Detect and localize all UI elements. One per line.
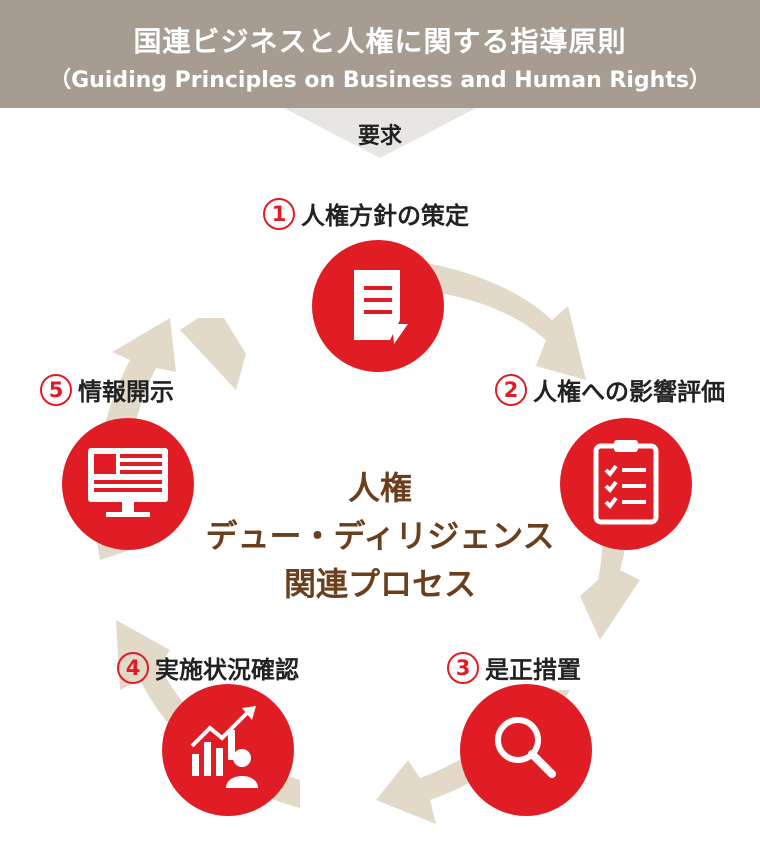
header-banner: 国連ビジネスと人権に関する指導原則 （Guiding Principles on…: [0, 0, 760, 108]
center-line-2: デュー・ディリジェンス: [205, 517, 555, 555]
ring-segment-1: [180, 318, 246, 390]
step-1-circle: [312, 240, 444, 372]
step-3-number: 3: [447, 651, 479, 684]
step-3-label: 3 是正措置: [447, 650, 581, 685]
center-line-3: 関連プロセス: [283, 565, 476, 603]
down-arrow: [284, 108, 476, 158]
step-4-circle: [162, 684, 294, 816]
step-1-number: 1: [263, 197, 295, 230]
monitor-icon: [88, 448, 168, 517]
step-3-text: 是正措置: [485, 656, 581, 684]
step-3-circle: [460, 684, 592, 816]
chart-person-icon: [190, 706, 258, 788]
step-2-circle: [560, 418, 692, 550]
step-4-text: 実施状況確認: [155, 656, 299, 684]
magnifier-icon: [495, 717, 556, 778]
checklist-icon: [593, 440, 659, 525]
header-title: 国連ビジネスと人権に関する指導原則: [133, 25, 627, 58]
center-text: 人権 デュー・ディリジェンス 関連プロセス: [180, 464, 580, 608]
center-line-1: 人権: [347, 469, 412, 507]
step-4-label: 4 実施状況確認: [117, 650, 299, 685]
document-icon: [354, 270, 408, 344]
step-1-label: 1 人権方針の策定: [263, 196, 469, 231]
step-1-text: 人権方針の策定: [301, 202, 469, 230]
step-4-number: 4: [117, 651, 149, 684]
header-subtitle: （Guiding Principles on Business and Huma…: [49, 68, 711, 93]
step-5-circle: [62, 418, 194, 550]
arrow-label: 要求: [357, 124, 402, 149]
step-5-text: 情報開示: [78, 378, 174, 406]
step-5-number: 5: [40, 373, 72, 406]
ring-segment-2: [420, 262, 586, 380]
step-5-label: 5 情報開示: [40, 372, 174, 407]
step-2-text: 人権への影響評価: [533, 378, 725, 406]
step-2-label: 2 人権への影響評価: [495, 372, 725, 407]
step-2-number: 2: [495, 373, 527, 406]
